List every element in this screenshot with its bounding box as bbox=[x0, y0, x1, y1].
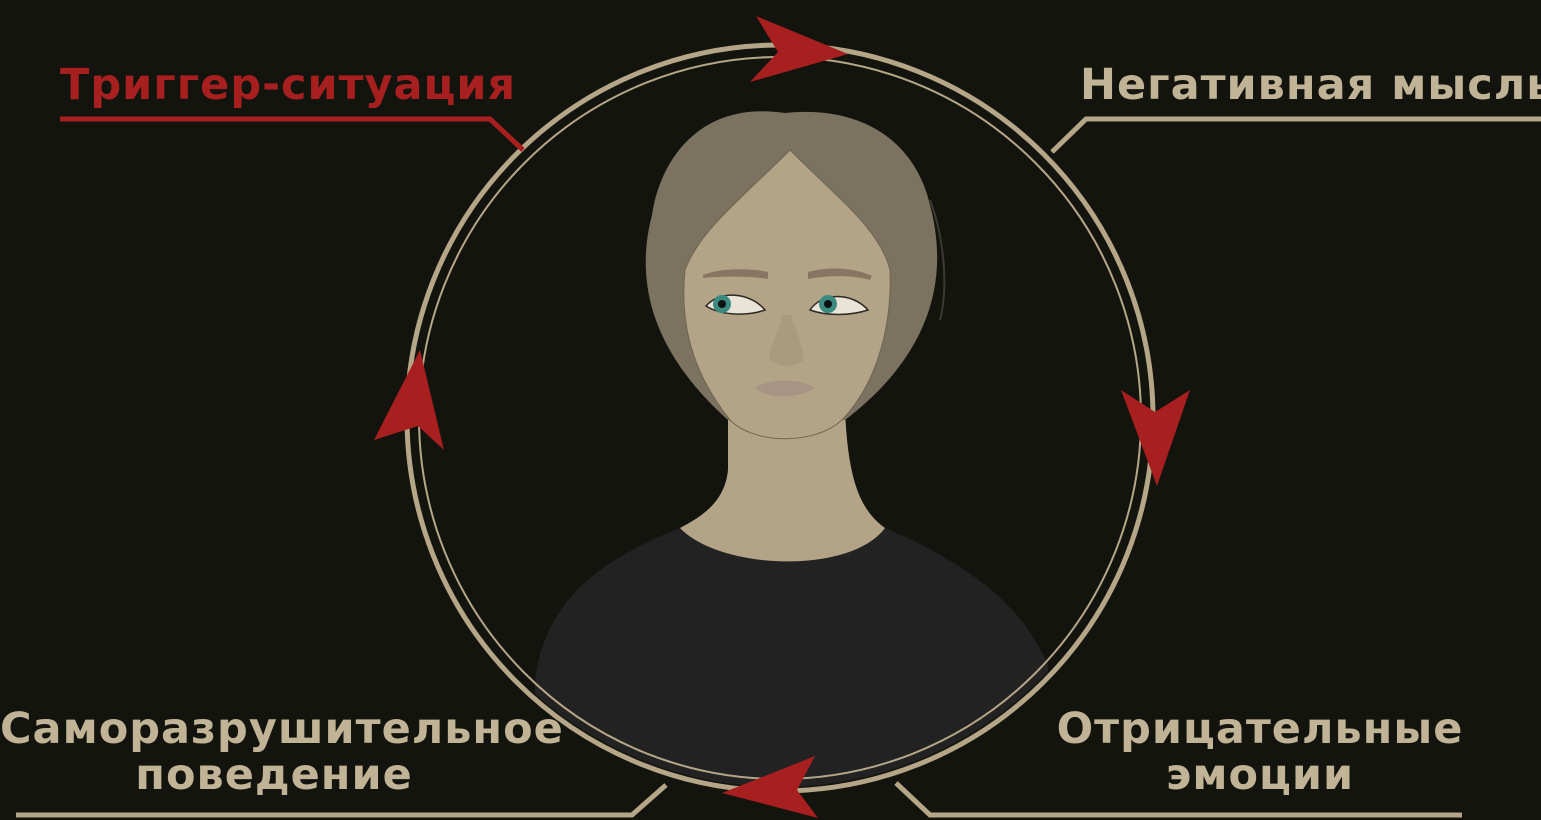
thought-underline bbox=[1052, 119, 1541, 152]
trigger-text: Триггер-ситуация bbox=[60, 62, 500, 108]
behavior-line1: Саморазрушительное bbox=[0, 706, 548, 752]
label-self-destructive-behavior: Саморазрушительное поведение bbox=[0, 706, 548, 798]
trigger-underline bbox=[60, 119, 523, 150]
emotions-line1: Отрицательные bbox=[1040, 706, 1480, 752]
label-trigger-situation: Триггер-ситуация bbox=[60, 62, 500, 108]
arrow-right-icon bbox=[1121, 390, 1190, 486]
portrait-illustration bbox=[535, 111, 1048, 820]
emotions-line2: эмоции bbox=[1040, 752, 1480, 798]
behavior-line2: поведение bbox=[0, 752, 548, 798]
label-negative-emotions: Отрицательные эмоции bbox=[1040, 706, 1480, 798]
arrow-top-icon bbox=[750, 16, 848, 82]
label-negative-thought: Негативная мысль bbox=[1080, 62, 1541, 108]
thought-text: Негативная мысль bbox=[1080, 62, 1541, 108]
